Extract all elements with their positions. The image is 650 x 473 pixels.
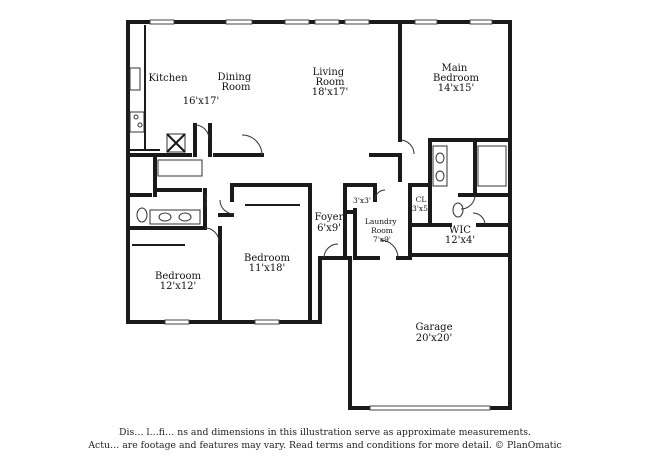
main-bedroom-label: Main Bedroom	[433, 63, 479, 84]
dining-label: Dining Room	[218, 72, 255, 93]
cl-label: CL	[416, 195, 427, 204]
bedroom2-dim: 11'x18'	[249, 263, 286, 274]
kitchen-label: Kitchen	[148, 73, 188, 84]
room-labels: Kitchen Dining Room 16'x17' Living Room …	[148, 63, 479, 344]
bedroom3-label: Bedroom	[155, 271, 201, 282]
living-name-2: Room	[315, 77, 345, 88]
living-dim: 18'x17'	[312, 87, 349, 98]
main-bedroom-dim: 14'x15'	[438, 83, 475, 94]
wic-label: WIC	[449, 225, 471, 236]
cl-dim: 3'x5'	[412, 204, 430, 213]
closet-small-dim: 3'x3'	[353, 196, 371, 205]
bedroom3-dim: 12'x12'	[160, 281, 197, 292]
laundry-name-2: Room	[371, 226, 393, 235]
fixtures	[128, 25, 507, 246]
laundry-dim: 7'x9'	[373, 235, 391, 244]
dining-name-2: Room	[221, 82, 251, 93]
dining-name-1: Dining	[218, 72, 252, 83]
living-name-1: Living	[313, 67, 345, 78]
main-bedroom-name-2: Bedroom	[433, 73, 479, 84]
exterior-walls	[126, 20, 512, 410]
main-bedroom-name-1: Main	[441, 63, 467, 74]
door-swings	[194, 124, 486, 259]
disclaimer-line-2: Actu… are footage and features may vary.…	[88, 440, 562, 451]
foyer-dim: 6'x9'	[317, 223, 341, 234]
disclaimer-line-1: Dis… l…fi… ns and dimensions in this ill…	[119, 427, 531, 438]
laundry-label: Laundry Room	[365, 217, 399, 235]
garage-dim: 20'x20'	[416, 333, 453, 344]
wic-dim: 12'x4'	[445, 235, 475, 246]
dining-dim: 16'x17'	[183, 96, 220, 107]
laundry-name-1: Laundry	[365, 217, 397, 226]
windows	[149, 19, 493, 411]
bedroom2-label: Bedroom	[244, 253, 290, 264]
living-label: Living Room	[313, 67, 348, 88]
foyer-label: Foyer	[315, 212, 344, 223]
garage-label: Garage	[415, 322, 452, 333]
interior-walls	[126, 20, 512, 324]
disclaimer: Dis… l…fi… ns and dimensions in this ill…	[0, 426, 650, 452]
